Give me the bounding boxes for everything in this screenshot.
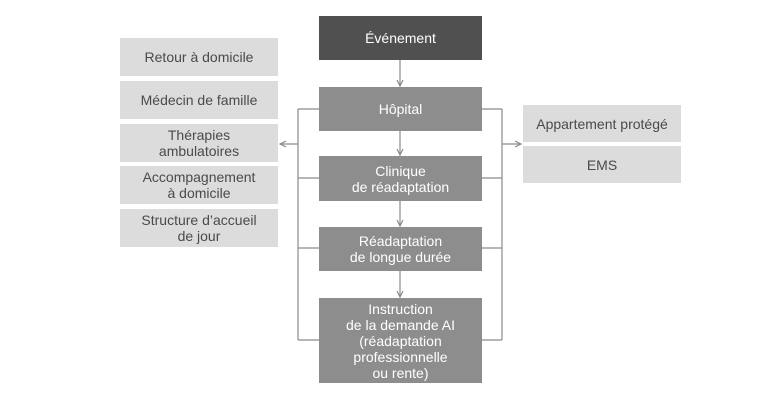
option-retour-domicile: Retour à domicile [120, 38, 278, 76]
instruction-box: Instruction de la demande AI (réadaptati… [319, 298, 482, 383]
option-accompagnement-domicile: Accompagnement à domicile [120, 166, 278, 204]
readaptation-box: Réadaptation de longue durée [319, 227, 482, 271]
option-appartement-protege: Appartement protégé [523, 105, 681, 142]
clinique-box: Clinique de réadaptation [319, 156, 482, 201]
option-ems: EMS [523, 146, 681, 183]
hopital-box: Hôpital [319, 87, 482, 131]
option-structure-accueil-jour: Structure d’accueil de jour [120, 209, 278, 247]
option-therapies-ambulatoires: Thérapies ambulatoires [120, 124, 278, 162]
option-medecin-famille: Médecin de famille [120, 81, 278, 119]
event-box: Événement [319, 16, 482, 60]
